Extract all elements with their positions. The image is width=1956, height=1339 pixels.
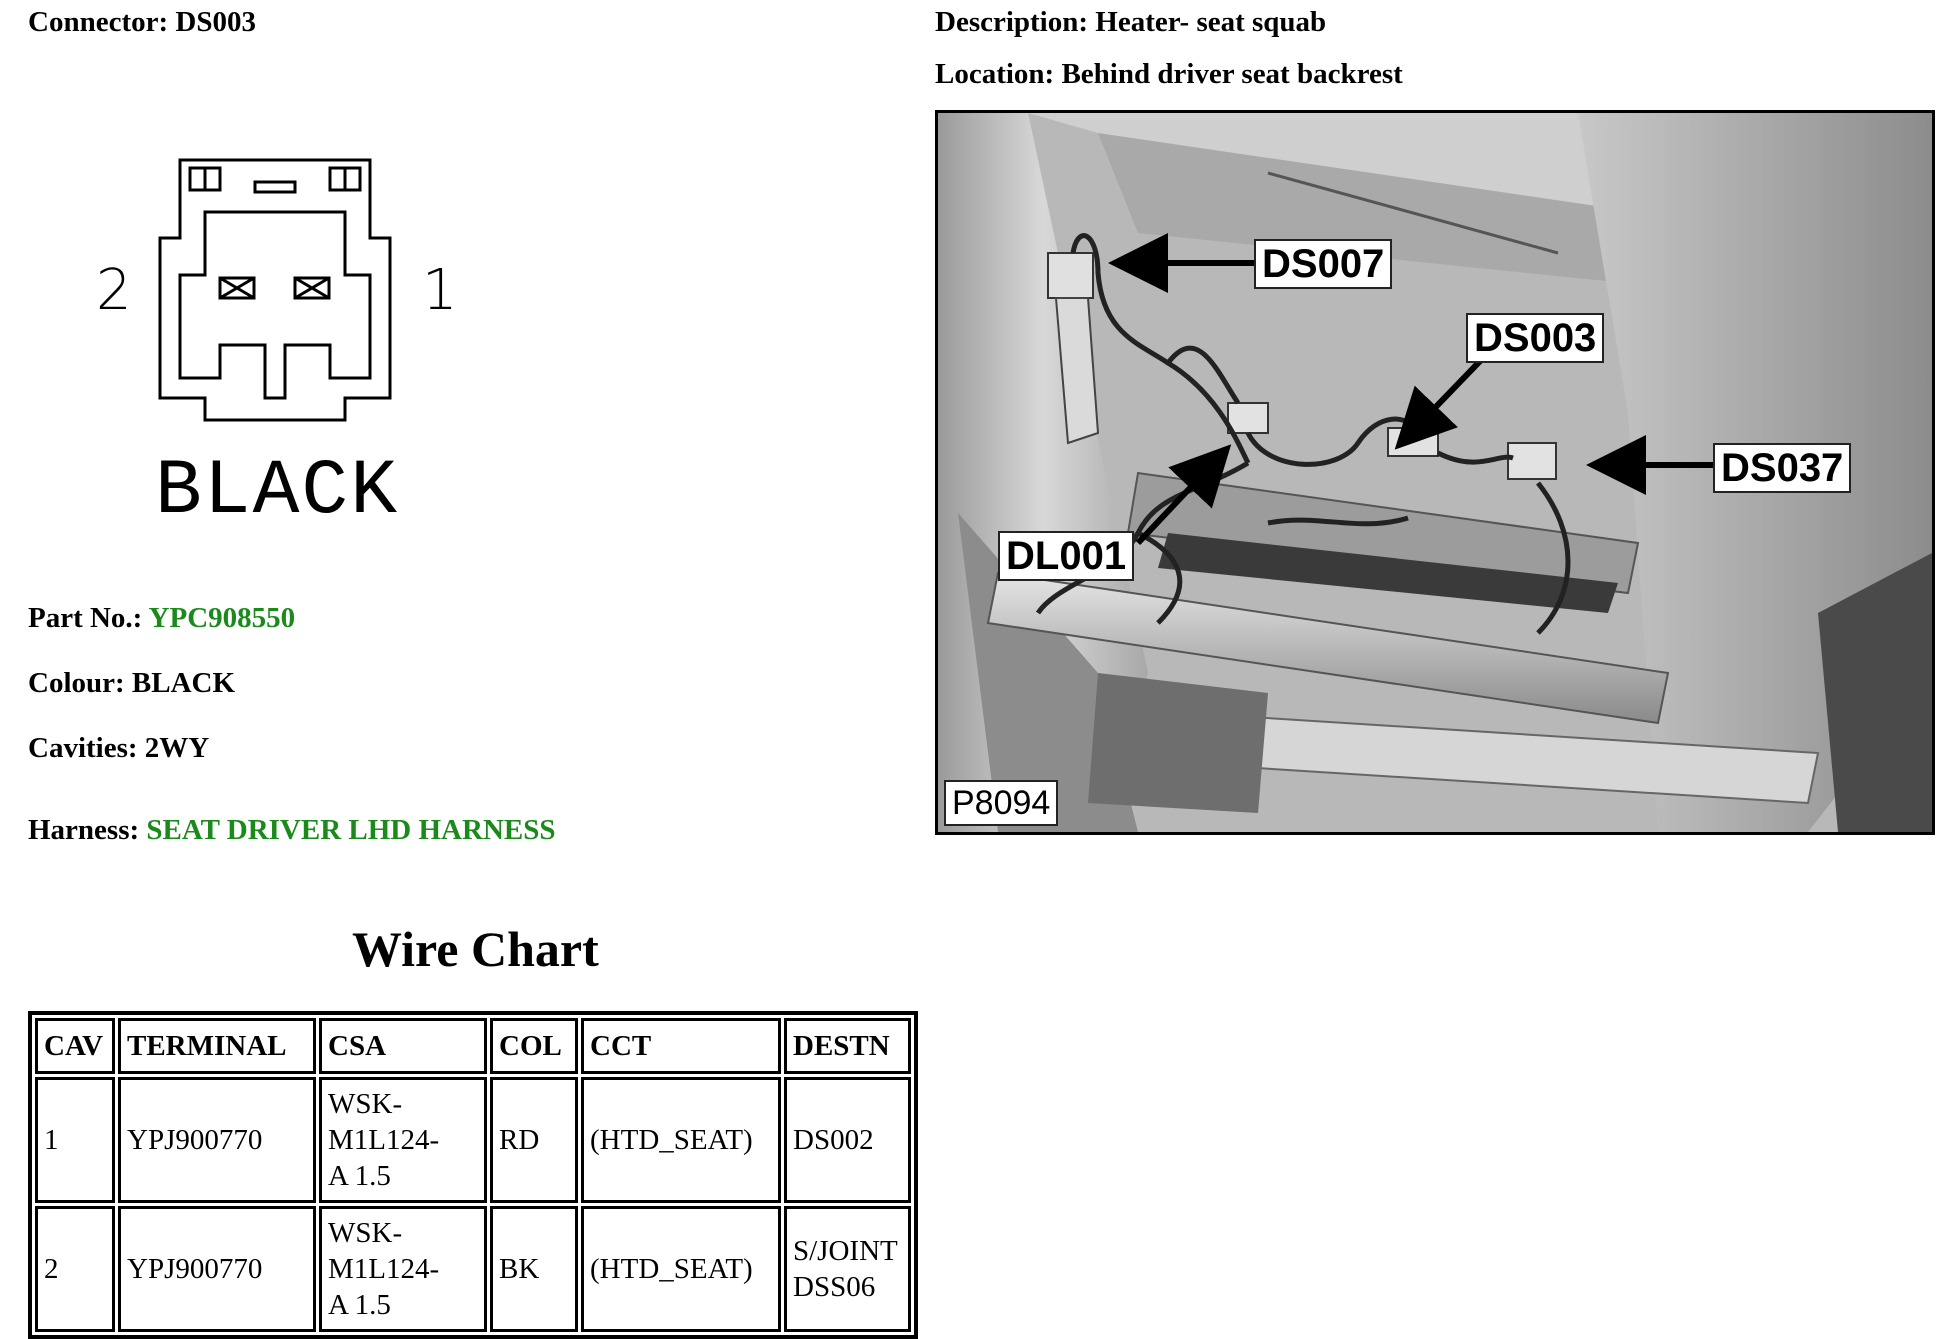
connector-face-diagram <box>158 158 392 422</box>
cell-cav: 2 <box>35 1206 115 1332</box>
callout-ds037: DS037 <box>1713 443 1852 493</box>
csa-line: A 1.5 <box>328 1289 391 1321</box>
location-label: Location: <box>935 58 1055 90</box>
location-value: Behind driver seat backrest <box>1061 58 1403 90</box>
arrow-ds003 <box>1394 355 1486 450</box>
callout-arrows <box>1108 233 1716 546</box>
cell-csa: WSK- M1L124- A 1.5 <box>319 1206 487 1332</box>
location-line: Location: Behind driver seat backrest <box>935 58 1403 91</box>
arrow-dl001 <box>1135 444 1232 546</box>
seat-frame-illustration <box>938 113 1932 832</box>
description-line: Description: Heater- seat squab <box>935 6 1326 39</box>
description-label: Description: <box>935 6 1089 38</box>
pin-label-2: 2 <box>96 258 132 323</box>
harness-line: Harness: SEAT DRIVER LHD HARNESS <box>28 814 555 847</box>
colour-line: Colour: BLACK <box>28 667 235 700</box>
callout-dl001: DL001 <box>998 531 1135 581</box>
header-destn: DESTN <box>784 1018 911 1074</box>
cell-cct: (HTD_SEAT) <box>581 1206 781 1332</box>
part-no-link[interactable]: YPC908550 <box>148 602 296 634</box>
csa-line: A 1.5 <box>328 1160 391 1192</box>
callout-ds003: DS003 <box>1466 313 1605 363</box>
csa-line: M1L124- <box>328 1124 440 1156</box>
cell-terminal: YPJ900770 <box>118 1077 316 1203</box>
cell-destn: S/JOINT DSS06 <box>784 1206 911 1332</box>
header-cct: CCT <box>581 1018 781 1074</box>
pin-label-1: 1 <box>422 258 458 323</box>
header-col: COL <box>490 1018 578 1074</box>
harness-link[interactable]: SEAT DRIVER LHD HARNESS <box>146 814 556 846</box>
location-photo: DS007 DS003 DS037 DL001 P8094 <box>935 110 1935 835</box>
part-no-line: Part No.: YPC908550 <box>28 602 295 635</box>
destn-line: S/JOINT <box>793 1235 898 1267</box>
part-no-label: Part No.: <box>28 602 143 634</box>
csa-line: M1L124- <box>328 1253 440 1285</box>
cell-terminal: YPJ900770 <box>118 1206 316 1332</box>
header-cav: CAV <box>35 1018 115 1074</box>
cell-col: BK <box>490 1206 578 1332</box>
destn-line: DSS06 <box>793 1271 876 1303</box>
diagram-colour-text: BLACK <box>155 448 400 536</box>
wire-chart-header-row: CAV TERMINAL CSA COL CCT DESTN <box>35 1018 911 1074</box>
description-value: Heater- seat squab <box>1095 6 1327 38</box>
cavities-line: Cavities: 2WY <box>28 732 209 765</box>
wire-chart-table: CAV TERMINAL CSA COL CCT DESTN 1 YPJ9007… <box>28 1011 918 1339</box>
figure-number: P8094 <box>944 780 1059 826</box>
cavities-label: Cavities: <box>28 732 138 764</box>
cell-cct: (HTD_SEAT) <box>581 1077 781 1203</box>
harness-label: Harness: <box>28 814 140 846</box>
table-row: 2 YPJ900770 WSK- M1L124- A 1.5 BK (HTD_S… <box>35 1206 911 1332</box>
csa-line: WSK- <box>328 1217 403 1249</box>
cavities-value: 2WY <box>144 732 210 764</box>
colour-label: Colour: <box>28 667 125 699</box>
table-row: 1 YPJ900770 WSK- M1L124- A 1.5 RD (HTD_S… <box>35 1077 911 1203</box>
connector-line: Connector: DS003 <box>28 6 256 39</box>
connector-label: Connector: <box>28 6 169 38</box>
header-terminal: TERMINAL <box>118 1018 316 1074</box>
cell-destn: DS002 <box>784 1077 911 1203</box>
header-csa: CSA <box>319 1018 487 1074</box>
cell-col: RD <box>490 1077 578 1203</box>
colour-value: BLACK <box>131 667 236 699</box>
wire-chart-title: Wire Chart <box>352 921 599 977</box>
destn-line: DS002 <box>793 1124 874 1156</box>
connector-value: DS003 <box>175 6 256 38</box>
csa-line: WSK- <box>328 1088 403 1120</box>
cell-cav: 1 <box>35 1077 115 1203</box>
cell-csa: WSK- M1L124- A 1.5 <box>319 1077 487 1203</box>
callout-ds007: DS007 <box>1254 239 1393 289</box>
